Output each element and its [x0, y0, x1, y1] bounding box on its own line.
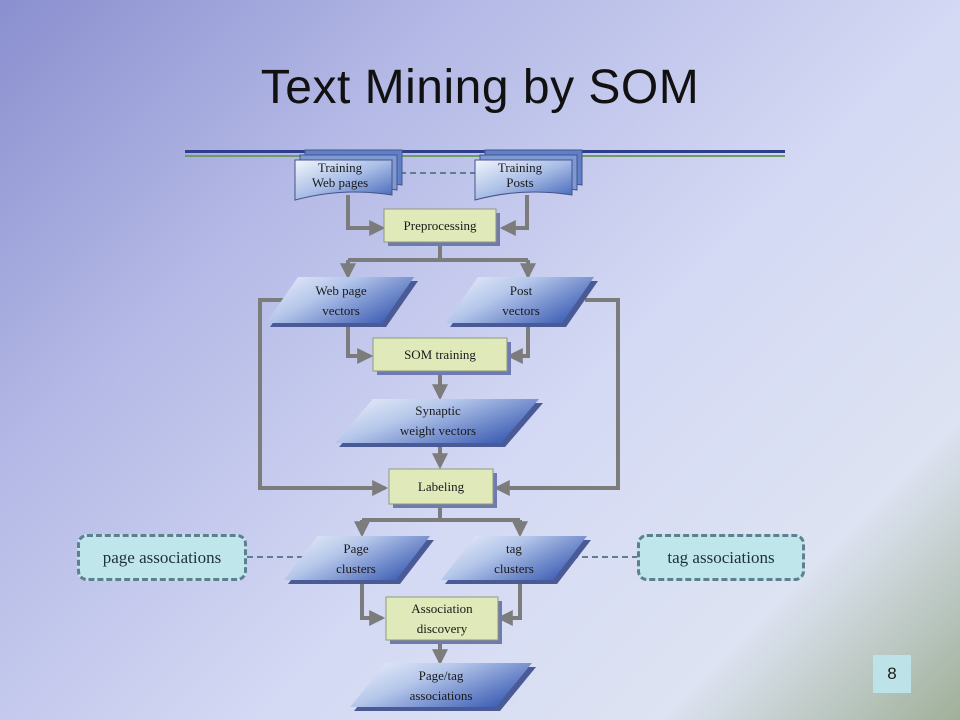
synaptic-weight-vectors-label: Synaptic weight vectors — [399, 403, 477, 438]
slide-number: 8 — [873, 655, 911, 693]
labeling-box — [388, 468, 494, 505]
labeling-label: Labeling — [417, 479, 465, 494]
association-discovery-label: Association discovery — [411, 601, 473, 636]
training-web-pages-shape — [294, 149, 403, 201]
edge-webpagevectors-som — [346, 323, 374, 364]
edge-tagclusters-association — [496, 581, 522, 626]
edge-postvectors-labeling — [493, 298, 620, 496]
training-web-pages-label: Training Web pages — [311, 160, 369, 190]
tag-associations-box: tag associations — [637, 534, 805, 581]
dashed-links — [247, 172, 637, 558]
page-tag-associations-label: Page/tag associations — [409, 668, 473, 703]
edge-postvectors-som — [506, 323, 530, 364]
preprocessing-box — [383, 208, 497, 243]
post-vectors-label: Post vectors — [502, 283, 540, 318]
tag-clusters-label: tag clusters — [494, 541, 534, 576]
post-vectors-shape — [446, 277, 594, 323]
edge-webpagevectors-labeling — [258, 298, 389, 496]
connectors — [258, 195, 620, 666]
som-training-label: SOM training — [404, 347, 476, 362]
tag-clusters-shape — [441, 536, 587, 580]
page-clusters-shape — [284, 536, 430, 580]
edge-posts-preprocessing — [499, 195, 529, 236]
training-posts-shape — [474, 149, 583, 201]
page-clusters-label: Page clusters — [336, 541, 376, 576]
synaptic-weight-vectors-shape — [335, 399, 539, 443]
page-associations-box: page associations — [77, 534, 247, 581]
edge-webpages-preprocessing — [346, 195, 386, 236]
web-page-vectors-label: Web page vectors — [315, 283, 367, 318]
preprocessing-label: Preprocessing — [403, 218, 477, 233]
som-training-box — [372, 337, 508, 372]
training-posts-label: Training Posts — [497, 160, 543, 190]
association-discovery-box — [385, 596, 499, 641]
process-boxes — [372, 208, 511, 644]
data-shapes — [266, 277, 598, 711]
slide-title: Text Mining by SOM — [260, 61, 700, 114]
page-tag-associations-shape — [350, 663, 532, 707]
web-page-vectors-shape — [266, 277, 414, 323]
edge-pageclusters-association — [360, 581, 386, 626]
